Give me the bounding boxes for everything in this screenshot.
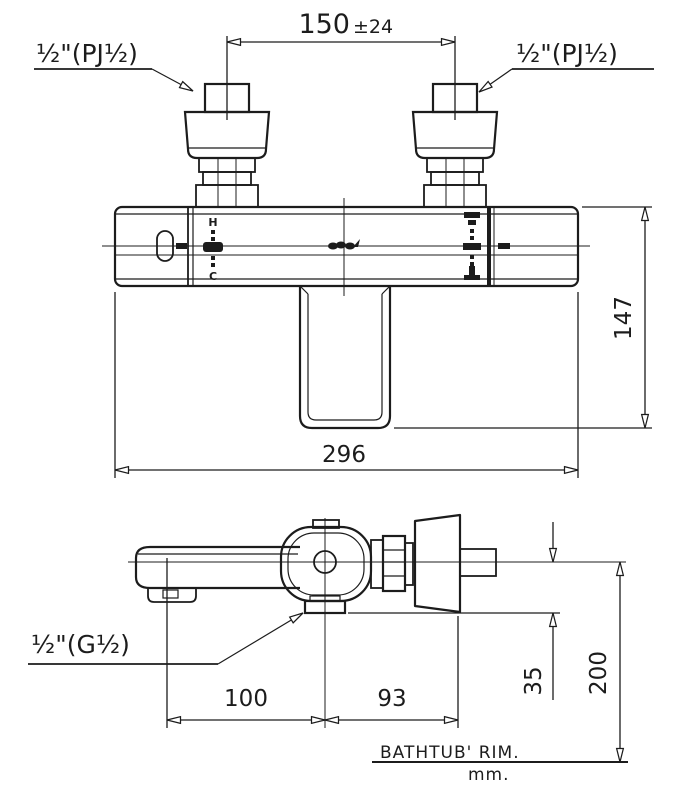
aerator [147, 587, 197, 603]
dim-93: 93 [377, 686, 406, 712]
bathtub-rim: BATHTUB' RIM. mm. [372, 743, 628, 785]
pipe-stub [459, 548, 497, 577]
label-shower-outlet: ½"(G½) [28, 612, 304, 665]
valve-body-side-view [279, 518, 373, 728]
flow-dial-mark [463, 243, 481, 250]
label-left-inlet: ½"(PJ½) [34, 39, 194, 92]
dimension-body-width: 296 [114, 292, 579, 478]
wall-connection [370, 513, 497, 614]
dim-150-tolerance: ±24 [353, 16, 393, 38]
flow-scale [463, 212, 481, 280]
left-index-mark [176, 243, 187, 249]
temperature-dial-mark [203, 242, 223, 252]
hot-mark: H [208, 216, 217, 229]
mount-slot [156, 230, 174, 262]
spout-icon [464, 266, 480, 280]
dimension-body-height: 147 [394, 206, 652, 429]
wall-flange [413, 513, 462, 614]
dimension-spout-reach: 100 [166, 558, 326, 728]
dim-100: 100 [224, 686, 268, 712]
dim-296: 296 [322, 442, 366, 468]
units-label: mm. [468, 765, 510, 785]
dim-35: 35 [521, 666, 547, 695]
dimension-inlet-pitch: 150 ±24 [226, 9, 456, 120]
shower-outlet [303, 595, 347, 615]
dim-147: 147 [611, 296, 637, 340]
dim-200: 200 [586, 651, 612, 695]
dim-150-value: 150 [298, 9, 350, 40]
left-inlet-text: ½"(PJ½) [36, 39, 138, 68]
cold-mark: C [209, 270, 217, 283]
dimension-rim-to-center: 200 [586, 561, 625, 763]
faucet-body-plan-view [102, 198, 590, 296]
union-nut [381, 534, 407, 593]
bathtub-rim-label: BATHTUB' RIM. [380, 743, 520, 763]
label-right-inlet: ½"(PJ½) [478, 39, 654, 93]
right-index-mark [498, 243, 510, 249]
right-inlet-text: ½"(PJ½) [516, 39, 618, 68]
side-view [128, 513, 626, 728]
temperature-scale: H C [203, 216, 223, 283]
brand-logo [328, 239, 360, 250]
dimension-center-to-outlet: 35 [348, 522, 560, 700]
shower-icon [464, 212, 480, 225]
spout-side-view [134, 545, 300, 603]
left-inlet-connector [183, 82, 271, 208]
spout-plan-view [298, 285, 392, 430]
dimension-center-to-wall: 93 [324, 616, 459, 728]
shower-outlet-text: ½"(G½) [31, 630, 130, 659]
